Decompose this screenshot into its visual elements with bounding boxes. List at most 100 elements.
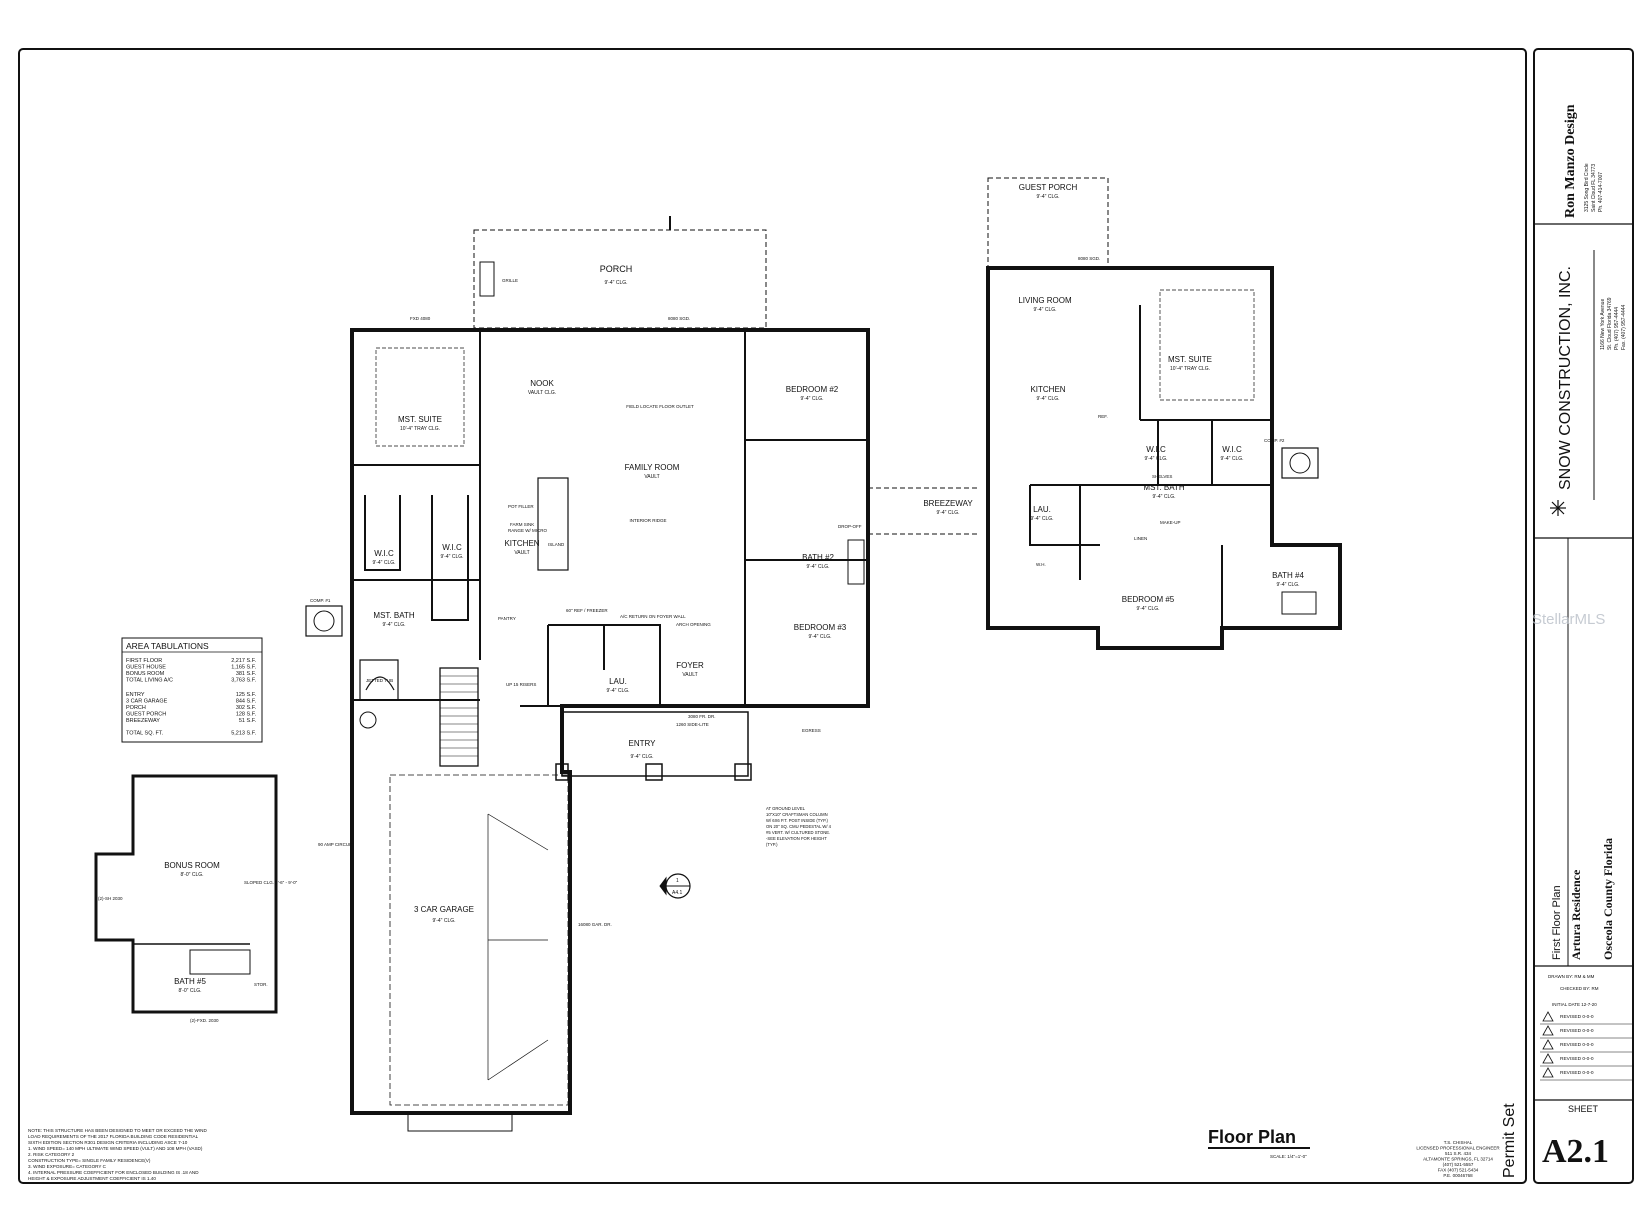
area-tab-label: FIRST FLOOR [126,658,162,664]
water-heater [359,711,377,729]
tb-checked-by: CHECKED BY: RM [1560,986,1599,991]
area-tab-value: 128 S.F. [236,712,257,718]
wind-note-line: 1. WIND SPEED= 140 MPH ULTIMATE WIND SPE… [28,1146,203,1151]
tb-sheet-desc: First Floor Plan [1551,885,1563,960]
column-note-line: (TYP.) [766,842,778,847]
room-bedroom3-clg: 9'-4" CLG. [808,634,831,640]
area-tab-box [121,637,263,743]
room-guest-wic2: W.I.C [1222,445,1242,454]
kitchen-island [537,477,569,571]
bath2-tub [847,539,865,585]
main-exterior-walls [350,328,870,1115]
room-entry-clg: 9'-4" CLG. [630,754,653,760]
room-mst-bath-clg: 9'-4" CLG. [382,622,405,628]
stair [439,667,479,767]
room-foyer: FOYER [676,661,704,670]
area-tab-label: BONUS ROOM [126,671,165,677]
area-tab-total-label: TOTAL SQ. FT. [126,731,164,737]
note-arch-opening: ARCH OPENING [676,622,711,627]
area-tab-value: 2,217 S.F. [231,658,256,664]
revision-triangle-icon [1542,1025,1554,1036]
guest-tub [1281,591,1317,615]
room-guest-kitchen: KITCHEN [1030,385,1065,394]
engineer-line: ALTAMONTE SPRINGS, FL 32714 [1423,1157,1493,1162]
room-bath2: BATH #2 [802,553,834,562]
wind-note-line: HEIGHT & EXPOSURE ADJUSTMENT COEFFICIENT… [28,1176,156,1181]
room-guest-mst-suite-clg: 10'-4" TRAY CLG. [1170,366,1210,372]
note-pot-filler: POT FILLER [508,504,534,509]
wind-note-line: CONSTRUCTION TYPE= SINGLE FAMILY RESIDEN… [28,1158,151,1163]
area-tab-title: AREA TABULATIONS [126,641,209,651]
area-tab-label: GUEST HOUSE [126,665,166,671]
comp2-pad [1281,447,1319,479]
room-family-clg: VAULT [644,474,659,480]
room-breezeway-clg: 9'-4" CLG. [936,510,959,516]
column-note-line: ON 20" SQ. CMU PEDESTAL W/ 4 [766,824,832,829]
revision-line: REVISED 0-0-0 [1560,1042,1594,1048]
jetted-tub [359,659,399,701]
room-guest-wic2-clg: 9'-4" CLG. [1220,456,1243,462]
guest-porch-outline [987,177,1109,269]
plan-title: Floor Plan [1208,1127,1296,1147]
wind-notes: NOTE: THIS STRUCTURE HAS BEEN DESIGNED T… [28,1128,207,1181]
note-sh2030: (2)-SH 2030 [98,896,123,901]
note-sgd2: 8080 SGD. [1078,256,1100,261]
note-ref-freezer: 60" REF / FREEZER [566,608,608,613]
room-wic1-clg: 9'-4" CLG. [372,560,395,566]
note-sgd1: 8080 SGD. [668,316,690,321]
revision-triangle-icon [1542,1067,1554,1078]
permit-set: Permit Set [1501,1103,1518,1178]
wind-note-line: 2. RISK CATEGORY 2 [28,1152,75,1157]
note-field-locate: FIELD LOCATE FLOOR OUTLET [626,404,694,409]
area-tab-label: TOTAL LIVING A/C [126,678,173,684]
watermark: StellarMLS [1532,611,1605,628]
company-addr-line: 1166 New York Avenue [1600,299,1606,350]
main-house [305,216,980,1132]
note-linen: LINEN [1134,536,1147,541]
comp1-pad [305,605,343,637]
note-fxd2030: (2)-FXD. 2030 [190,1018,219,1023]
section-top: 1 [676,878,679,884]
designer-addr-line: Saint Cloud FL 34773 [1591,164,1597,212]
note-jetted-tub: JETTED TUB [366,678,393,683]
room-bonus: BONUS ROOM [164,861,220,870]
guest-interior-walls [1029,305,1272,628]
room-bedroom3: BEDROOM #3 [794,623,847,632]
entry-column-2 [734,763,752,781]
porch-grille [479,261,495,297]
note-interior-ridge: INTERIOR RIDGE [629,518,666,523]
tb-designer: Ron Manzo Design [1563,104,1578,218]
note-up: UP 15 RISERS [506,682,536,687]
revision-line: REVISED 0-0-0 [1560,1070,1594,1076]
revision-triangle-icon [1542,1039,1554,1050]
section-marker-arrow [659,876,667,896]
note-fxd: FXD 4080 [410,316,431,321]
note-pantry: PANTRY [498,616,516,621]
tb-initial-date: INITIAL DATE 12-7-20 [1552,1002,1597,1007]
note-gar-door: 16080 GAR. DR. [578,922,612,927]
snowflake-icon [1550,500,1566,516]
room-bath5: BATH #5 [174,977,206,986]
note-comp1: COMP. #1 [310,598,331,603]
company-addr-line: Ph. (407) 957-4444 [1614,307,1620,350]
note-comp2: COMP. #2 [1264,438,1285,443]
room-bath4-clg: 9'-4" CLG. [1276,582,1299,588]
room-guest-wic1-clg: 9'-4" CLG. [1144,456,1167,462]
revision-line: REVISED 0-0-0 [1560,1028,1594,1034]
room-bedroom2-clg: 9'-4" CLG. [800,396,823,402]
wind-note-line: 3. WIND EXPOSURE= CATEGORY C [28,1164,107,1169]
room-guest-lau-clg: 9'-4" CLG. [1030,516,1053,522]
plan-scale: SCALE: 1/4"=1'-0" [1270,1154,1307,1159]
area-tab-value: 3,763 S.F. [231,678,256,684]
entry-porch [561,711,749,777]
room-porch: PORCH [600,264,633,274]
revision-line: REVISED 0-0-0 [1560,1014,1594,1020]
room-garage-clg: 9'-4" CLG. [432,918,455,924]
bonus-walls [94,774,278,1014]
tb-county: Osceola County Florida [1601,838,1615,960]
